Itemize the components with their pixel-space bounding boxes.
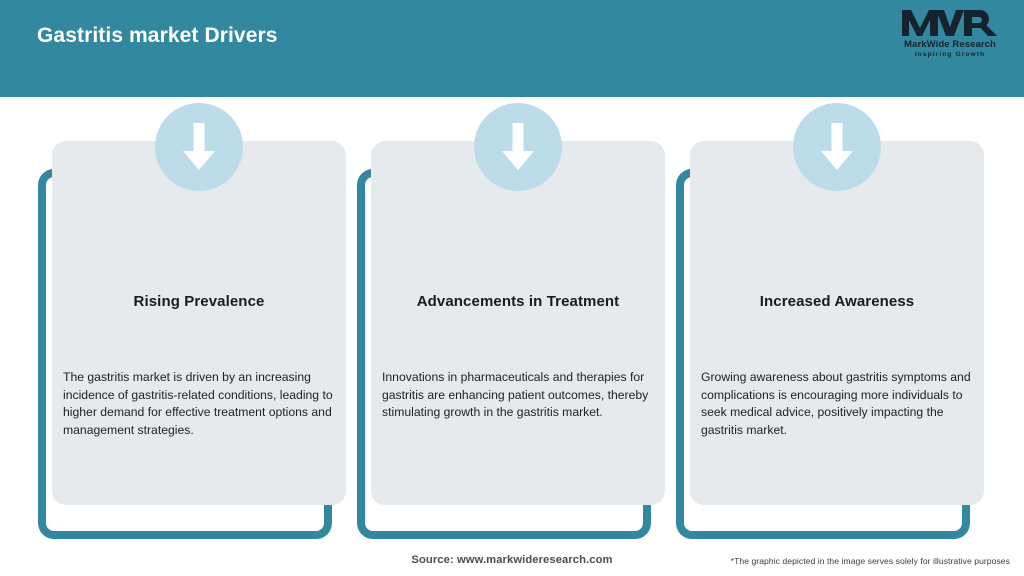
brand-logo: MarkWide Research Inspiring Growth	[894, 8, 1006, 64]
logo-company-name: MarkWide Research	[904, 39, 996, 50]
card-title: Rising Prevalence	[133, 293, 265, 310]
card-title: Advancements in Treatment	[416, 293, 620, 310]
driver-card-1: Rising Prevalence The gastritis market i…	[38, 103, 346, 539]
logo-tagline: Inspiring Growth	[914, 51, 986, 58]
card-surface[interactable]: Increased Awareness Growing awareness ab…	[690, 103, 984, 505]
page-header: Gastritis market Drivers MarkWide Resear…	[0, 0, 1024, 97]
driver-card-3: Increased Awareness Growing awareness ab…	[676, 103, 984, 539]
driver-card-2: Advancements in Treatment Innovations in…	[357, 103, 665, 539]
card-surface[interactable]: Advancements in Treatment Innovations in…	[371, 103, 665, 505]
down-arrow-icon	[155, 103, 243, 191]
page-title: Gastritis market Drivers	[37, 24, 278, 47]
source-label: Source: www.markwideresearch.com	[411, 554, 613, 566]
down-arrow-icon	[793, 103, 881, 191]
card-body-text: Growing awareness about gastritis sympto…	[701, 370, 971, 437]
drivers-card-row: Rising Prevalence The gastritis market i…	[0, 97, 1024, 546]
card-surface[interactable]: Rising Prevalence The gastritis market i…	[52, 103, 346, 505]
card-title: Increased Awareness	[759, 293, 915, 310]
card-body-text: The gastritis market is driven by an inc…	[63, 370, 333, 437]
disclaimer-label: *The graphic depicted in the image serve…	[730, 556, 1010, 566]
mwr-monogram-icon	[894, 8, 1006, 38]
down-arrow-icon	[474, 103, 562, 191]
card-body-text: Innovations in pharmaceuticals and thera…	[382, 370, 649, 420]
